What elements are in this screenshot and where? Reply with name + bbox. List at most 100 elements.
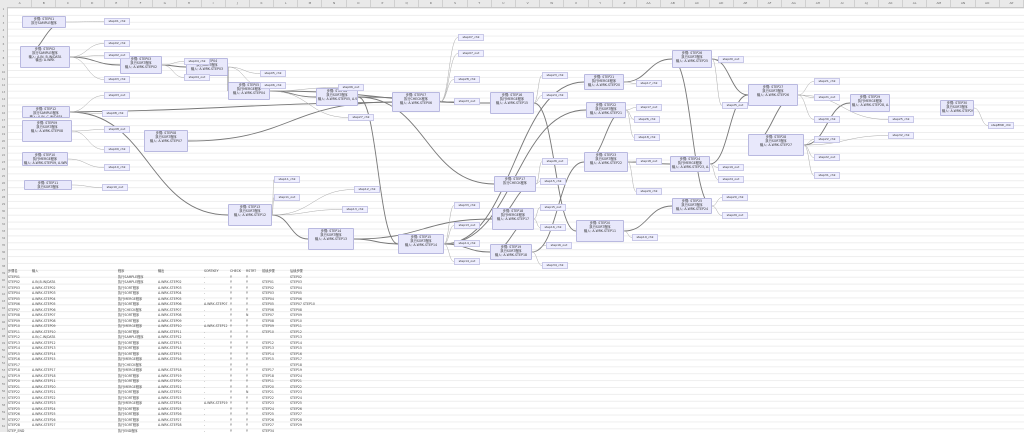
- table-cell[interactable]: Y: [246, 428, 260, 434]
- output-leaf[interactable]: step29_out: [722, 212, 748, 219]
- output-leaf[interactable]: step05_chk: [260, 70, 286, 77]
- output-leaf[interactable]: step01_chk: [104, 18, 130, 25]
- output-leaf[interactable]: step13_chk: [342, 206, 368, 213]
- output-leaf[interactable]: step30_chk: [814, 116, 840, 123]
- output-leaf[interactable]: step02_out: [104, 52, 130, 59]
- output-leaf[interactable]: step11_chk: [274, 176, 300, 183]
- output-leaf[interactable]: step04_out: [184, 74, 210, 81]
- output-leaf[interactable]: step06_out: [338, 84, 364, 91]
- output-leaf[interactable]: step28_chk: [454, 76, 480, 83]
- output-leaf[interactable]: step26_out: [542, 158, 568, 165]
- output-leaf[interactable]: step15_chk: [540, 178, 566, 185]
- output-leaf[interactable]: step15_out: [540, 204, 566, 211]
- table-cell[interactable]: Y: [230, 428, 244, 434]
- output-leaf[interactable]: step09_chk: [104, 146, 130, 153]
- step-node-line: 执行SORT程序: [26, 186, 70, 190]
- output-leaf[interactable]: step10_chk: [104, 164, 130, 171]
- output-leaf[interactable]: step20_out: [718, 56, 744, 63]
- output-leaf[interactable]: step06_chk: [260, 82, 286, 89]
- output-leaf[interactable]: step12_chk: [354, 186, 380, 193]
- flow-edge: [804, 145, 814, 158]
- flow-edge: [272, 215, 308, 239]
- output-leaf[interactable]: step10_out: [102, 184, 128, 191]
- output-leaf[interactable]: step07_out: [458, 50, 484, 57]
- output-leaf[interactable]: step03_chk: [104, 76, 130, 83]
- output-leaf[interactable]: step32_chk: [888, 132, 914, 139]
- output-leaf[interactable]: step27_chk: [348, 114, 374, 121]
- output-leaf[interactable]: step22_out: [814, 154, 840, 161]
- output-leaf[interactable]: step22_chk: [814, 136, 840, 143]
- output-leaf[interactable]: step23_chk: [542, 72, 568, 79]
- output-leaf[interactable]: step13_out: [454, 222, 480, 229]
- step-node-line: 输出: A.WRK: [22, 59, 68, 63]
- flow-edge: [712, 206, 722, 216]
- output-leaf[interactable]: step18_chk: [634, 134, 660, 141]
- flow-edge: [70, 56, 104, 58]
- output-leaf[interactable]: step34_chk: [542, 262, 568, 269]
- output-leaf[interactable]: step23_out: [454, 98, 480, 105]
- output-leaf[interactable]: step31_chk: [814, 172, 840, 179]
- output-leaf[interactable]: step25_out: [722, 102, 748, 109]
- output-leaf[interactable]: step18_out: [636, 158, 662, 165]
- output-leaf[interactable]: step07_chk: [458, 34, 484, 41]
- output-leaf[interactable]: step16_out: [546, 242, 572, 249]
- table-cell[interactable]: STEP34: [262, 428, 288, 434]
- output-leaf[interactable]: step14_out: [454, 258, 480, 265]
- flow-edge: [22, 102, 440, 112]
- step-node[interactable]: 步骤: STEP11执行SORT程序输入: A.WRK.STEP10: [24, 180, 72, 190]
- flow-edge: [444, 244, 454, 262]
- output-leaf[interactable]: step19_chk: [632, 234, 658, 241]
- step-node-line: 输入: A.WRK.STEP20: [586, 84, 622, 88]
- output-leaf[interactable]: step03_out: [104, 92, 130, 99]
- table-cell[interactable]: STEP_END: [8, 428, 30, 434]
- output-leaf[interactable]: step24_chk: [542, 92, 568, 99]
- output-leaf[interactable]: step20_chk: [722, 194, 748, 201]
- output-leaf[interactable]: step11_out: [274, 194, 300, 201]
- flow-edge: [440, 38, 458, 103]
- table-cell[interactable]: -: [204, 428, 228, 434]
- table-cell[interactable]: 执行END程序: [118, 428, 156, 434]
- output-leaf[interactable]: step26_chk: [634, 116, 660, 123]
- output-leaf[interactable]: step17_chk: [636, 80, 662, 87]
- output-leaf[interactable]: step21_chk: [814, 78, 840, 85]
- output-leaf[interactable]: step33_chk: [454, 202, 480, 209]
- output-leaf[interactable]: step19_out: [718, 164, 744, 171]
- output-leaf[interactable]: step25_chk: [888, 116, 914, 123]
- output-leaf[interactable]: step02_chk: [104, 40, 130, 47]
- output-leaf[interactable]: stepEND_chk: [988, 122, 1014, 129]
- output-leaf[interactable]: step04_chk: [184, 58, 210, 65]
- output-leaf[interactable]: step14_chk: [454, 240, 480, 247]
- output-leaf[interactable]: step16_chk: [540, 224, 566, 231]
- output-leaf[interactable]: step29_chk: [636, 188, 662, 195]
- output-leaf[interactable]: step17_out: [636, 104, 662, 111]
- output-leaf[interactable]: step08_chk: [102, 110, 128, 117]
- output-leaf[interactable]: step21_out: [814, 94, 840, 101]
- output-leaf[interactable]: step08_out: [104, 126, 130, 133]
- output-leaf[interactable]: step24_out: [718, 176, 744, 183]
